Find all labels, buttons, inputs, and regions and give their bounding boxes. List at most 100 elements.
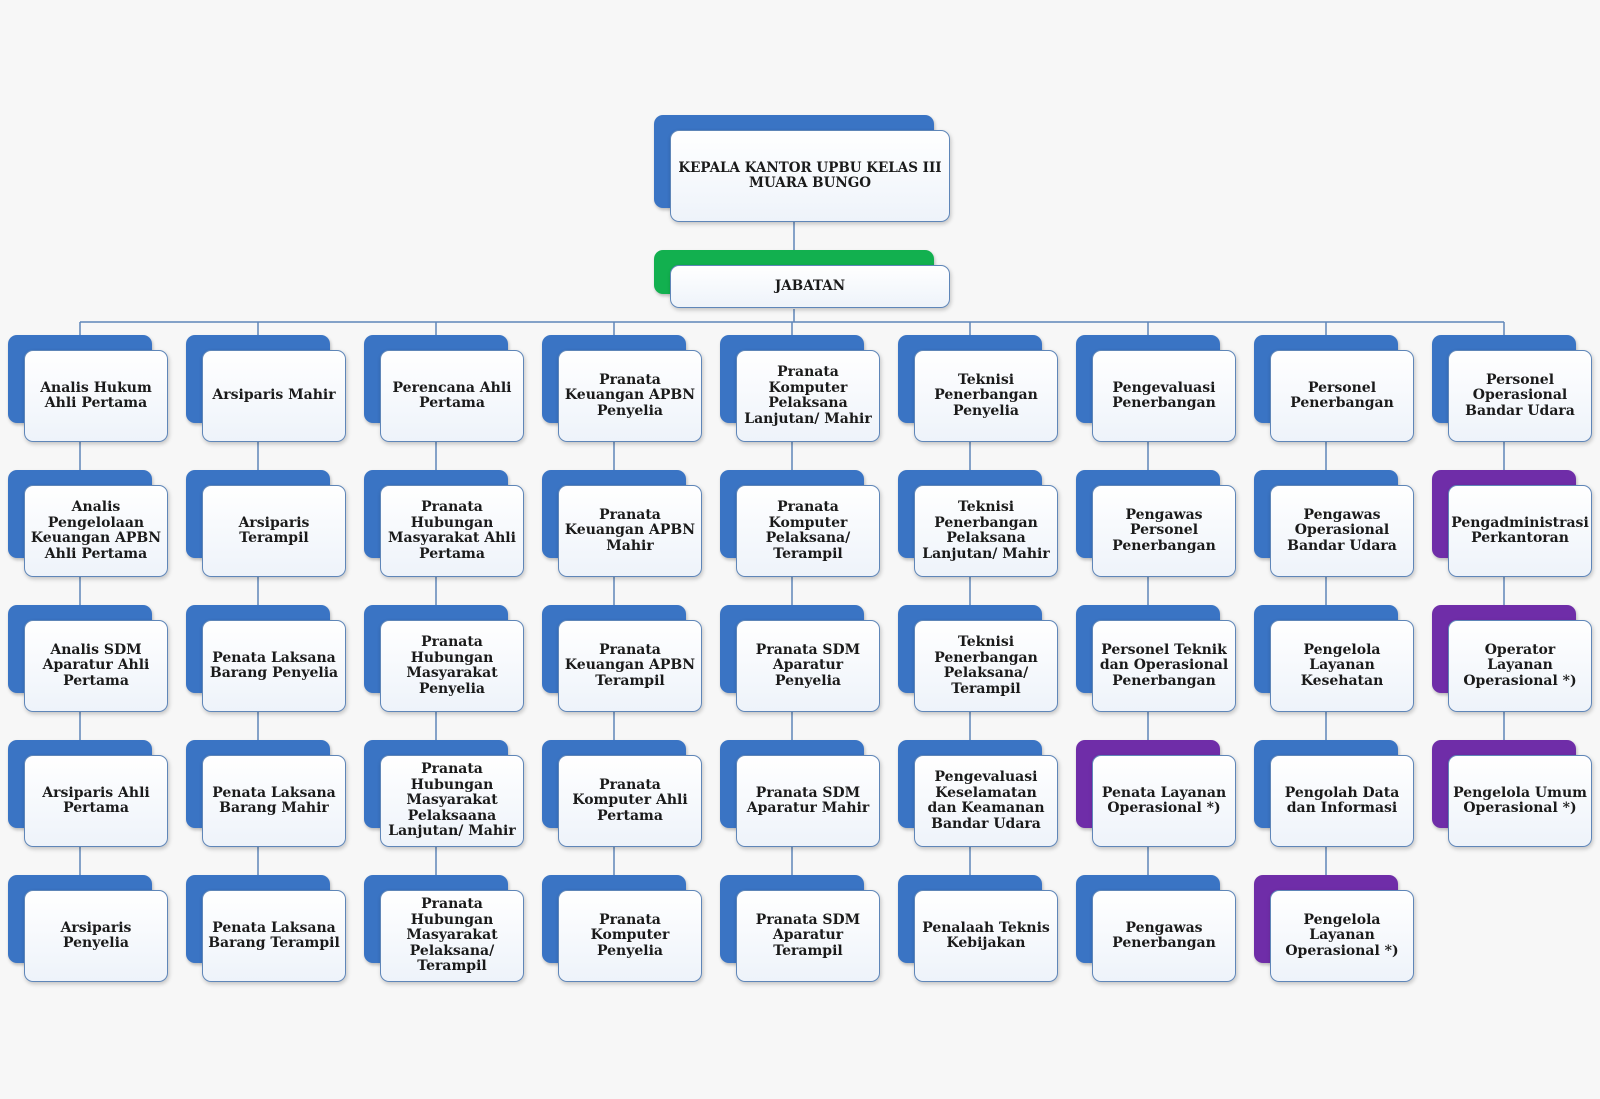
- node-label: Pengevaluasi Keselamatan dan Keamanan Ba…: [927, 769, 1045, 832]
- node-kepala-kantor: KEPALA KANTOR UPBU KELAS III MUARA BUNGO: [654, 115, 950, 222]
- node-label: Pengolah Data dan Informasi: [1284, 784, 1400, 816]
- node-label: Analis Pengelolaan Keuangan APBN Ahli Pe…: [30, 499, 162, 562]
- position-node: Pranata SDM Aparatur Penyelia: [720, 605, 880, 712]
- node-label: Pranata Komputer Pelaksana/ Terampil: [765, 499, 851, 562]
- node-label: Penata Laksana Barang Terampil: [208, 919, 340, 951]
- position-node: Pengadministrasi Perkantoran: [1432, 470, 1592, 577]
- node-front: Penalaah Teknis Kebijakan: [914, 890, 1058, 982]
- node-label: Pengawas Personel Penerbangan: [1112, 506, 1216, 554]
- node-front: Perencana Ahli Pertama: [380, 350, 524, 442]
- node-front: Pranata SDM Aparatur Mahir: [736, 755, 880, 847]
- position-node: Penata Laksana Barang Penyelia: [186, 605, 346, 712]
- position-node: Pengawas Operasional Bandar Udara: [1254, 470, 1414, 577]
- position-node: Penata Layanan Operasional *): [1076, 740, 1236, 847]
- node-front: Pengadministrasi Perkantoran: [1448, 485, 1592, 577]
- node-label: Pranata Komputer Pelaksana Lanjutan/ Mah…: [744, 364, 872, 427]
- position-node: Pranata Komputer Penyelia: [542, 875, 702, 982]
- node-front: Pengevaluasi Keselamatan dan Keamanan Ba…: [914, 755, 1058, 847]
- position-node: Pranata Komputer Ahli Pertama: [542, 740, 702, 847]
- position-node: Pranata Hubungan Masyarakat Penyelia: [364, 605, 524, 712]
- position-node: Teknisi Penerbangan Penyelia: [898, 335, 1058, 442]
- node-label: Penata Layanan Operasional *): [1101, 784, 1227, 816]
- node-label: Pranata Komputer Ahli Pertama: [572, 776, 688, 824]
- node-front: Analis Hukum Ahli Pertama: [24, 350, 168, 442]
- node-front: Pranata Keuangan APBN Penyelia: [558, 350, 702, 442]
- node-label: Arsiparis Terampil: [238, 514, 310, 546]
- node-front: Penata Laksana Barang Terampil: [202, 890, 346, 982]
- node-front: Pengelola Umum Operasional *): [1448, 755, 1592, 847]
- node-label: Penalaah Teknis Kebijakan: [922, 919, 1050, 951]
- position-node: Teknisi Penerbangan Pelaksana/ Terampil: [898, 605, 1058, 712]
- position-node: Personel Operasional Bandar Udara: [1432, 335, 1592, 442]
- node-label: Pranata Keuangan APBN Terampil: [564, 641, 696, 689]
- position-node: Pranata SDM Aparatur Terampil: [720, 875, 880, 982]
- node-label: Pengelola Layanan Operasional *): [1285, 911, 1399, 959]
- node-front: Pengawas Penerbangan: [1092, 890, 1236, 982]
- node-front: Penata Layanan Operasional *): [1092, 755, 1236, 847]
- position-node: Arsiparis Penyelia: [8, 875, 168, 982]
- position-node: Pengolah Data dan Informasi: [1254, 740, 1414, 847]
- node-front: Arsiparis Terampil: [202, 485, 346, 577]
- node-front: Pranata Komputer Pelaksana/ Terampil: [736, 485, 880, 577]
- position-node: Teknisi Penerbangan Pelaksana Lanjutan/ …: [898, 470, 1058, 577]
- node-front: Pranata Komputer Pelaksana Lanjutan/ Mah…: [736, 350, 880, 442]
- node-label: Pengelola Umum Operasional *): [1453, 784, 1587, 816]
- node-front: Operator Layanan Operasional *): [1448, 620, 1592, 712]
- node-front: Pengawas Personel Penerbangan: [1092, 485, 1236, 577]
- node-jabatan: JABATAN: [654, 250, 950, 308]
- node-label: Personel Operasional Bandar Udara: [1465, 371, 1575, 419]
- position-node: Personel Penerbangan: [1254, 335, 1414, 442]
- node-label: Analis SDM Aparatur Ahli Pertama: [42, 641, 150, 689]
- position-node: Operator Layanan Operasional *): [1432, 605, 1592, 712]
- node-front: Analis Pengelolaan Keuangan APBN Ahli Pe…: [24, 485, 168, 577]
- position-node: Penata Laksana Barang Mahir: [186, 740, 346, 847]
- node-front: Pranata Hubungan Masyarakat Pelaksana/ T…: [380, 890, 524, 982]
- node-label: Pranata Hubungan Masyarakat Ahli Pertama: [388, 499, 516, 562]
- node-label: Pranata Keuangan APBN Mahir: [564, 506, 696, 554]
- node-label: Pranata SDM Aparatur Penyelia: [755, 641, 861, 689]
- position-node: Pranata Komputer Pelaksana Lanjutan/ Mah…: [720, 335, 880, 442]
- node-label: Pengelola Layanan Kesehatan: [1300, 641, 1384, 689]
- position-node: Pengawas Penerbangan: [1076, 875, 1236, 982]
- position-node: Pengevaluasi Penerbangan: [1076, 335, 1236, 442]
- node-front: Analis SDM Aparatur Ahli Pertama: [24, 620, 168, 712]
- position-node: Perencana Ahli Pertama: [364, 335, 524, 442]
- node-front: Teknisi Penerbangan Penyelia: [914, 350, 1058, 442]
- position-node: Arsiparis Terampil: [186, 470, 346, 577]
- position-node: Analis Pengelolaan Keuangan APBN Ahli Pe…: [8, 470, 168, 577]
- position-node: Pranata Hubungan Masyarakat Pelaksaana L…: [364, 740, 524, 847]
- node-front: Arsiparis Penyelia: [24, 890, 168, 982]
- node-front: Arsiparis Mahir: [202, 350, 346, 442]
- node-front: Pengevaluasi Penerbangan: [1092, 350, 1236, 442]
- position-node: Penata Laksana Barang Terampil: [186, 875, 346, 982]
- node-front: Pranata Komputer Penyelia: [558, 890, 702, 982]
- node-label: Arsiparis Mahir: [212, 387, 336, 404]
- node-front: Pengawas Operasional Bandar Udara: [1270, 485, 1414, 577]
- node-front: Pranata SDM Aparatur Terampil: [736, 890, 880, 982]
- node-label: Personel Teknik dan Operasional Penerban…: [1099, 641, 1229, 689]
- node-label: Teknisi Penerbangan Pelaksana Lanjutan/ …: [922, 499, 1050, 562]
- node-label: JABATAN: [774, 277, 846, 294]
- node-front: Pranata Hubungan Masyarakat Pelaksaana L…: [380, 755, 524, 847]
- node-label: Penata Laksana Barang Mahir: [212, 784, 336, 816]
- node-front: Pranata Keuangan APBN Terampil: [558, 620, 702, 712]
- node-front: Pranata Keuangan APBN Mahir: [558, 485, 702, 577]
- node-label: Pengevaluasi Penerbangan: [1112, 379, 1216, 411]
- position-node: Arsiparis Mahir: [186, 335, 346, 442]
- node-front: Pengolah Data dan Informasi: [1270, 755, 1414, 847]
- node-label: KEPALA KANTOR UPBU KELAS III MUARA BUNGO: [678, 159, 942, 191]
- node-front: Penata Laksana Barang Mahir: [202, 755, 346, 847]
- position-node: Pranata Hubungan Masyarakat Pelaksana/ T…: [364, 875, 524, 982]
- node-label: Pengadministrasi Perkantoran: [1451, 514, 1589, 546]
- position-node: Pranata Keuangan APBN Terampil: [542, 605, 702, 712]
- position-node: Pengelola Layanan Operasional *): [1254, 875, 1414, 982]
- node-front: Pengelola Layanan Operasional *): [1270, 890, 1414, 982]
- node-label: Pranata Keuangan APBN Penyelia: [564, 371, 696, 419]
- node-label: Pranata Hubungan Masyarakat Pelaksana/ T…: [406, 896, 498, 975]
- position-node: Pranata Hubungan Masyarakat Ahli Pertama: [364, 470, 524, 577]
- node-front: Arsiparis Ahli Pertama: [24, 755, 168, 847]
- position-node: Pengelola Umum Operasional *): [1432, 740, 1592, 847]
- node-front: Personel Teknik dan Operasional Penerban…: [1092, 620, 1236, 712]
